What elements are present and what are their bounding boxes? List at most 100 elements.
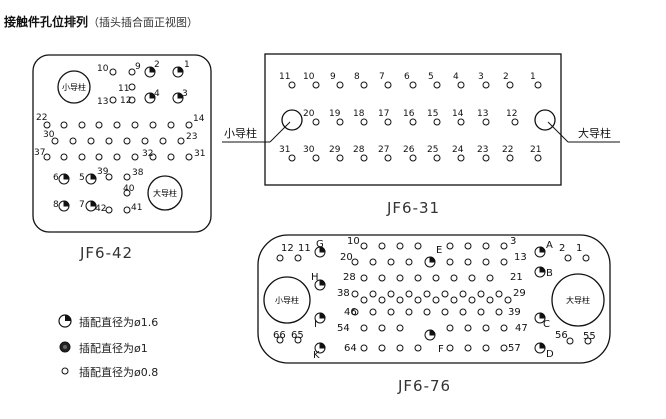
pin-label: 8 — [354, 72, 360, 82]
pin-label: 21 — [530, 145, 541, 155]
pin-label: 3 — [478, 72, 484, 82]
pin-label: 10 — [97, 64, 109, 74]
jf6-42-name: JF6-42 — [79, 244, 133, 262]
pin-label: 1 — [184, 60, 190, 70]
jf6-31-name: JF6-31 — [386, 199, 440, 217]
pin-label: 28 — [343, 272, 356, 283]
pin-label: 1 — [530, 72, 536, 82]
pin-label: 11 — [118, 84, 129, 94]
pin-label: 37 — [34, 148, 45, 158]
pin-label: 65 — [291, 330, 304, 341]
jf6-76-name: JF6-76 — [397, 377, 451, 395]
pin-label: 54 — [337, 323, 350, 334]
pin-label: 20 — [303, 109, 315, 119]
pin-label: 3 — [182, 89, 188, 99]
pin-label: 4 — [453, 72, 459, 82]
small-guide-pin — [281, 109, 303, 131]
pin-label: 13 — [514, 252, 527, 263]
pin-label: 21 — [510, 272, 523, 283]
pin-label: 41 — [131, 203, 142, 213]
small-guide-label: 小导柱 — [62, 82, 86, 92]
pin-label: 13 — [97, 97, 108, 107]
pin-1-icon — [59, 341, 71, 353]
connector-jf6-31 — [222, 53, 620, 186]
pin-label: 57 — [508, 343, 521, 354]
pin-label: 20 — [340, 252, 353, 263]
pin-letter: F — [438, 344, 444, 355]
legend: 插配直径为ø1.6 插配直径为ø1 插配直径为ø0.8 — [58, 314, 158, 379]
pin-label: 29 — [513, 288, 526, 299]
pin-0-8-icon — [61, 367, 69, 375]
pin-label: 6 — [53, 173, 59, 183]
pin-label: 26 — [403, 145, 415, 155]
pin-label: 30 — [303, 145, 315, 155]
pin-letter: C — [543, 319, 550, 330]
pin-label: 14 — [193, 114, 205, 124]
pin-label: 19 — [329, 109, 341, 119]
pin-label: 31 — [194, 149, 205, 159]
small-guide-label: 小导柱 — [275, 295, 299, 305]
pin-label: 38 — [337, 288, 350, 299]
pin-label: 5 — [79, 173, 85, 183]
jf6-42-pin-labels: 10 9 2 1 11 12 4 13 3 22 14 30 23 37 32 … — [34, 60, 205, 214]
pin-label: 10 — [303, 72, 315, 82]
pin-label: 47 — [515, 323, 528, 334]
pin-label: 5 — [428, 72, 434, 82]
pin-label: 4 — [154, 89, 160, 99]
small-guide-label: 小导柱 — [224, 126, 257, 140]
large-guide-label: 大导柱 — [578, 126, 611, 140]
pin-label: 55 — [583, 331, 596, 342]
legend-label: 插配直径为ø0.8 — [79, 365, 158, 379]
pin-label: 30 — [43, 130, 55, 140]
legend-label: 插配直径为ø1.6 — [79, 315, 158, 329]
pin-label: 2 — [154, 60, 160, 70]
pin-label: 39 — [97, 167, 109, 177]
pin-1-6-icon — [58, 314, 72, 328]
pin-letter: A — [546, 240, 553, 251]
pin-label: 10 — [347, 236, 360, 247]
large-guide-pin — [534, 109, 556, 131]
pin-label: 23 — [186, 132, 197, 142]
page-title: 接触件孔位排列（插头插合面正视图） — [4, 13, 198, 30]
jf6-76-holes — [276, 242, 592, 354]
pin-label: 11 — [279, 72, 290, 82]
pin-label: 12 — [281, 243, 294, 254]
large-guide-label: 大导柱 — [153, 188, 177, 198]
jf6-31-holes — [288, 81, 542, 162]
large-guide-pin — [551, 273, 605, 327]
connector-jf6-42 — [32, 54, 212, 233]
connector-jf6-76 — [257, 234, 611, 364]
pin-label: 7 — [379, 72, 385, 82]
pin-label: 18 — [353, 109, 365, 119]
pin-label: 2 — [503, 72, 509, 82]
jf6-42-holes — [43, 66, 193, 214]
pin-label: 12 — [120, 96, 131, 106]
title-sub: （插头插合面正视图） — [88, 16, 199, 29]
pin-label: 31 — [279, 145, 290, 155]
pin-label: 66 — [273, 330, 286, 341]
pin-label: 9 — [135, 62, 141, 72]
pin-label: 24 — [452, 145, 464, 155]
pin-label: 8 — [53, 200, 59, 210]
jf6-31-pin-labels: 11 10 9 8 7 6 5 4 3 2 1 20 19 18 17 16 1… — [279, 72, 541, 155]
pin-label: 64 — [344, 343, 357, 354]
pin-label: 40 — [123, 184, 135, 194]
pin-label: 39 — [508, 307, 521, 318]
large-guide-label: 大导柱 — [566, 295, 590, 305]
large-guide-pin — [147, 175, 183, 211]
title-main: 接触件孔位排列 — [4, 15, 89, 29]
pin-letter: K — [313, 350, 320, 361]
pin-letter: H — [311, 272, 319, 283]
pin-label: 46 — [344, 307, 357, 318]
pin-label: 29 — [329, 145, 341, 155]
pin-label: 14 — [452, 109, 464, 119]
pin-letter: G — [316, 239, 324, 250]
small-guide-pin — [57, 70, 91, 104]
pin-letter: B — [546, 268, 553, 279]
jf6-76-letter-labels: G E A H B C I K F D — [311, 239, 554, 361]
pin-label: 13 — [477, 109, 488, 119]
pin-label: 12 — [506, 109, 517, 119]
pin-label: 16 — [403, 109, 415, 119]
pin-label: 15 — [427, 109, 438, 119]
